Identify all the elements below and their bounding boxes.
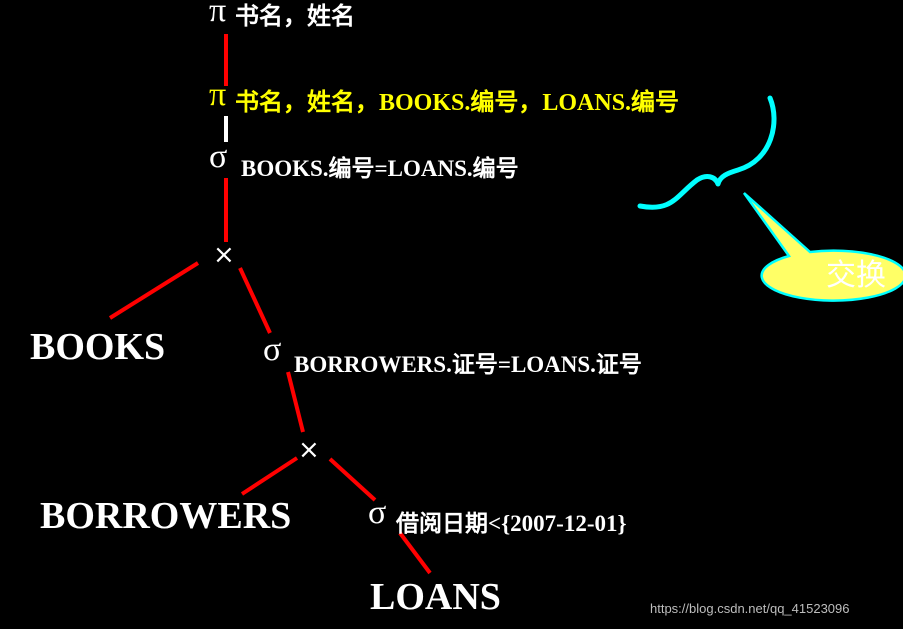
selection-date-condition: 借阅日期<{2007-12-01} xyxy=(396,511,627,536)
edge-select-date-to-loans xyxy=(398,531,432,575)
selection-date-symbol: σ xyxy=(368,494,387,531)
selection-books-loans-symbol: σ xyxy=(209,138,228,175)
relation-loans: LOANS xyxy=(370,576,501,618)
edge-join-bottom-to-borrowers xyxy=(240,456,299,496)
selection-borrowers-loans-condition: BORROWERS.证号=LOANS.证号 xyxy=(294,352,642,377)
projection-mid-symbol: π xyxy=(209,76,227,113)
swap-callout-bubble xyxy=(742,192,903,302)
relation-books: BOOKS xyxy=(30,326,166,368)
selection-borrowers-loans-symbol: σ xyxy=(263,331,282,368)
edge-join-top-to-select-borrowers xyxy=(238,267,272,334)
edge-select-borrowers-to-join-bottom xyxy=(286,371,305,433)
projection-top-attributes: 书名，姓名 xyxy=(235,4,355,30)
projection-top-symbol: π xyxy=(209,0,227,29)
join-top-symbol: × xyxy=(213,240,235,270)
relation-borrowers: BORROWERS xyxy=(40,495,292,537)
swap-brace-shape xyxy=(637,95,777,210)
join-bottom-symbol: × xyxy=(298,435,320,465)
edge-join-bottom-to-select-date xyxy=(328,457,377,502)
projection-mid-attributes: 书名，姓名，BOOKS.编号，LOANS.编号 xyxy=(235,90,680,116)
selection-books-loans-condition: BOOKS.编号=LOANS.编号 xyxy=(241,156,519,181)
edge-join-top-to-books xyxy=(108,261,200,320)
watermark-url: https://blog.csdn.net/qq_41523096 xyxy=(650,601,850,616)
swap-callout-label: 交换 xyxy=(826,259,886,292)
